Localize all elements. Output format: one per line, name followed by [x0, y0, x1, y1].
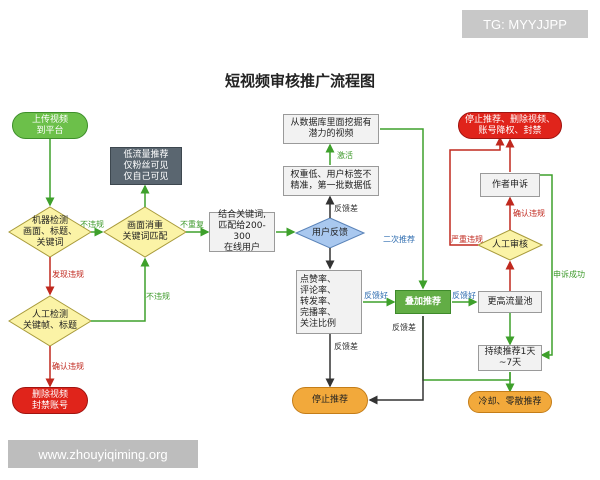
node-stop-ban: 停止推荐、删除视频、 账号降权、封禁 [458, 112, 562, 139]
node-continue-recommend: 持续推荐1天 ~7天 [478, 345, 542, 371]
node-stack-recommend: 叠加推荐 [395, 290, 451, 314]
node-user-feedback: 用户反馈 [311, 227, 348, 238]
label-appeal-success: 申诉成功 [553, 270, 585, 279]
label-found-violation: 发现违规 [52, 270, 84, 279]
tag-badge: TG: MYYJJPP [462, 10, 588, 38]
label-activate: 激活 [337, 151, 353, 160]
node-author-appeal: 作者申诉 [480, 173, 540, 197]
edge-stack-to-stop [368, 316, 424, 405]
node-upload-video: 上传视频 到平台 [12, 112, 88, 139]
node-manual-check: 人工检测 关键帧、标题 [22, 310, 77, 331]
label-confirm-violation-1: 确认违规 [52, 362, 84, 371]
node-eliminate-duplicate: 画面消重 关键词匹配 [122, 221, 168, 242]
node-manual-review: 人工审核 [491, 239, 528, 250]
label-no-violation-1: 不违规 [80, 220, 104, 229]
node-cool-down: 冷却、零散推荐 [468, 391, 552, 413]
node-delete-ban: 删除视频 封禁账号 [12, 387, 88, 414]
edge-manual-to-eliminate [91, 257, 150, 322]
node-machine-check: 机器检测 画面、标题、 关键词 [22, 215, 77, 248]
node-higher-pool: 更高流量池 [478, 291, 542, 313]
page-title: 短视频审核推广流程图 [224, 72, 375, 90]
label-second-recommend: 二次推荐 [383, 235, 415, 244]
edge-review-to-stopban [449, 136, 505, 246]
label-no-duplicate: 不重复 [180, 220, 204, 229]
edge-mine-to-stack [380, 128, 428, 290]
label-feedback-bad-1: 反馈差 [334, 204, 358, 213]
label-feedback-bad-3: 反馈差 [392, 323, 416, 332]
site-badge: www.zhouyiqiming.org [8, 440, 198, 468]
label-feedback-bad-2: 反馈差 [334, 342, 358, 351]
label-serious-violation: 严重违规 [451, 235, 483, 244]
node-stop-recommend: 停止推荐 [292, 387, 368, 414]
label-confirm-violation-2: 确认违规 [513, 209, 545, 218]
node-combine-keywords: 结合关键词, 匹配给200-300 在线用户 [209, 210, 275, 253]
eliminate-dup-diamond [103, 206, 187, 258]
manual-review-diamond [476, 229, 544, 261]
node-metrics: 点赞率、 评论率、 转发率、 完播率、 关注比例 [296, 270, 362, 334]
edge-appeal-success [510, 174, 553, 360]
label-feedback-good-1: 反馈好 [364, 291, 388, 300]
node-mine-database: 从数据库里面挖掘有 潜力的视频 [283, 114, 379, 144]
label-no-violation-2: 不违规 [146, 292, 170, 301]
label-feedback-good-2: 反馈好 [452, 291, 476, 300]
node-low-weight: 权重低、用户标签不 精准，第一批数据低 [283, 166, 379, 196]
node-low-traffic: 低流量推荐 仅粉丝可见 仅自己可见 [110, 147, 182, 185]
